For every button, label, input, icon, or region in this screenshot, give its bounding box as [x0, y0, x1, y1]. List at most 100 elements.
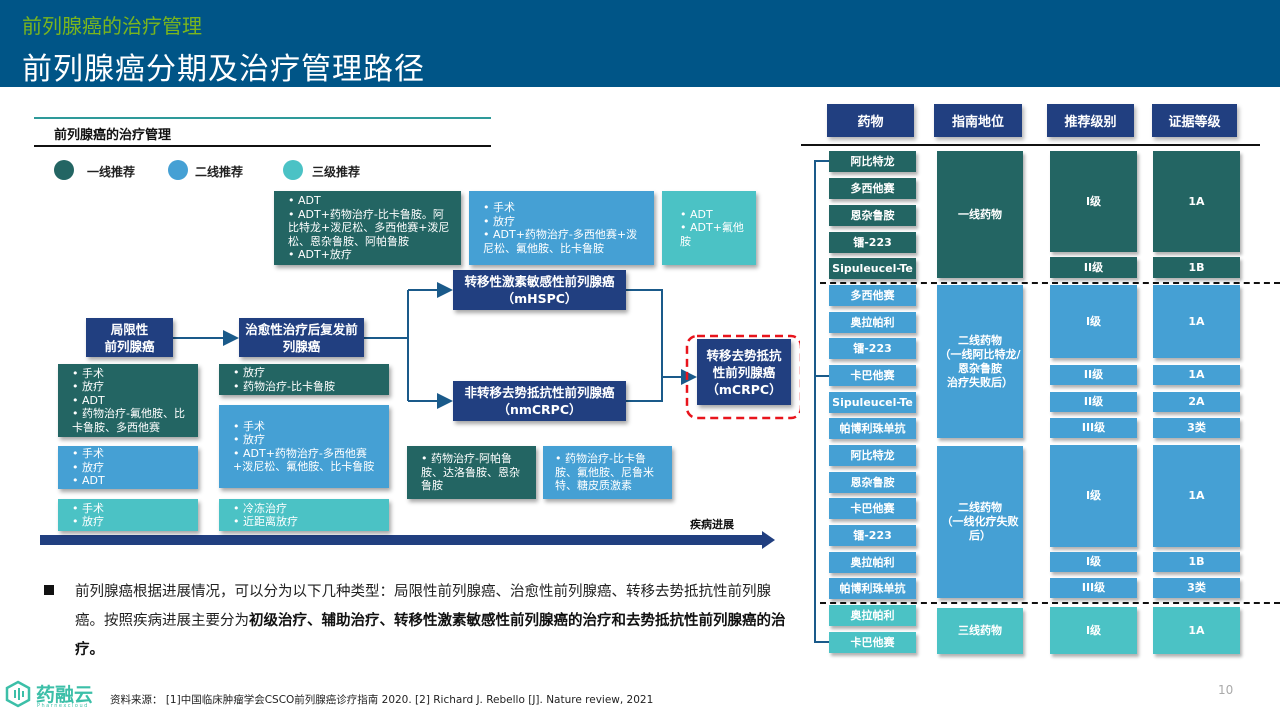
recommendation-level-cell: II级: [1050, 365, 1137, 385]
treatment-item: • 放疗: [483, 214, 515, 228]
guideline-position-cell: 三线药物: [937, 608, 1023, 654]
evidence-level-cell: 3类: [1153, 418, 1240, 438]
treatment-item: • 放疗: [233, 366, 265, 379]
drug-bracket: [814, 160, 830, 643]
treatment-box-first-line: • 药物治疗-阿帕鲁胺、达洛鲁胺、恩杂鲁胺: [407, 446, 536, 499]
group-divider: [820, 282, 1280, 284]
stage-mcrpc: 转移去势抵抗 性前列腺癌 （mCRPC）: [697, 339, 791, 405]
drug-cell: 多西他赛: [829, 285, 916, 306]
drug-cell: 奥拉帕利: [829, 552, 916, 573]
slide-header: 前列腺癌的治疗管理 前列腺癌分期及治疗管理路径: [0, 0, 1280, 87]
drug-cell: 阿比特龙: [829, 151, 916, 172]
legend-label: 三级推荐: [312, 165, 361, 179]
treatment-box-first-line: • 放疗• 药物治疗-比卡鲁胺: [219, 364, 389, 395]
recommendation-level-cell: I级: [1050, 607, 1137, 654]
guideline-position-cell: 一线药物: [937, 151, 1023, 278]
logo-sub: Pharnexcloud: [37, 703, 89, 709]
recommendation-level-cell: III级: [1050, 578, 1137, 598]
treatment-item: • 近距离放疗: [233, 515, 298, 528]
page-number: 10: [1218, 683, 1234, 697]
treatment-item: • 药物治疗-氟他胺、比卡鲁胺、多西他赛: [72, 407, 185, 434]
summary-text: 前列腺癌根据进展情况，可以分为以下几种类型：局限性前列腺癌、治愈性前列腺癌、转移…: [75, 584, 771, 629]
section-title: 前列腺癌的治疗管理: [54, 128, 172, 143]
source-note: 资料来源： [1]中国临床肿瘤学会CSCO前列腺癌诊疗指南 2020. [2] …: [110, 694, 654, 706]
treatment-item: • 手术: [72, 501, 104, 515]
drug-cell: 卡巴他赛: [829, 498, 916, 519]
treatment-item: • ADT: [72, 393, 105, 407]
treatment-item: • 放疗: [72, 460, 104, 474]
recommendation-level-cell: III级: [1050, 418, 1137, 438]
treatment-box-second-line: • 手术• 放疗• ADT: [58, 446, 198, 489]
treatment-box-first-line: • ADT• ADT+药物治疗-比卡鲁胺。阿比特龙+泼尼松、多西他赛+泼尼松、恩…: [274, 191, 461, 265]
stage-recurrent: 治愈性治疗后复发前 列腺癌: [239, 318, 364, 357]
treatment-box-third-line: • ADT• ADT+氟他胺: [662, 191, 756, 265]
treatment-item: • ADT: [680, 207, 713, 221]
treatment-box-second-line: • 手术• 放疗• ADT+药物治疗-多西他赛+泼尼松、氟他胺、比卡鲁胺: [469, 191, 654, 265]
slide-title: 前列腺癌分期及治疗管理路径: [22, 52, 425, 87]
treatment-item: • ADT+药物治疗-多西他赛+泼尼松、氟他胺、比卡鲁胺: [483, 228, 638, 255]
treatment-box-third-line: • 冷冻治疗• 近距离放疗: [219, 499, 389, 531]
drug-cell: 奥拉帕利: [829, 312, 916, 333]
drug-cell: 镭-223: [829, 338, 916, 359]
drug-cell: 帕博利珠单抗: [829, 418, 916, 439]
summary-paragraph: 前列腺癌根据进展情况，可以分为以下几种类型：局限性前列腺癌、治愈性前列腺癌、转移…: [75, 578, 787, 665]
treatment-item: • 放疗: [233, 433, 265, 446]
recommendation-level-cell: I级: [1050, 445, 1137, 547]
drug-cell: 恩杂鲁胺: [829, 472, 916, 493]
drug-cell: 镭-223: [829, 232, 916, 253]
evidence-level-cell: 1A: [1153, 285, 1240, 358]
logo-name: 药融云: [36, 684, 94, 706]
legend-dot-first-line: [54, 160, 74, 180]
guideline-position-cell: 二线药物 （一线阿比特龙/ 恩杂鲁胺 治疗失败后）: [937, 285, 1023, 438]
recommendation-level-cell: I级: [1050, 151, 1137, 252]
treatment-item: • 药物治疗-比卡鲁胺: [233, 379, 335, 393]
drug-cell: 阿比特龙: [829, 445, 916, 466]
section-top-rule: [34, 117, 491, 119]
summary-bold-text: 初级治疗、辅助治疗、转移性激素敏感性前列腺癌的治疗和去势抵抗性前列腺癌的治疗。: [75, 613, 786, 658]
recommendation-level-cell: I级: [1050, 552, 1137, 572]
drug-cell: Sipuleucel-Te: [829, 258, 916, 279]
recommendation-level-cell: I级: [1050, 285, 1137, 358]
treatment-item: • 手术: [72, 366, 104, 380]
treatment-box-second-line: • 药物治疗-比卡鲁胺、氟他胺、尼鲁米特、糖皮质激素: [543, 446, 672, 499]
treatment-item: • 手术: [483, 201, 515, 214]
evidence-level-cell: 2A: [1153, 392, 1240, 412]
drug-cell: Sipuleucel-Te: [829, 392, 916, 413]
treatment-item: • ADT+放疗: [288, 248, 352, 262]
treatment-item: • 放疗: [72, 380, 104, 394]
evidence-level-cell: 1A: [1153, 151, 1240, 252]
drug-cell: 恩杂鲁胺: [829, 205, 916, 226]
drug-cell: 卡巴他赛: [829, 365, 916, 386]
table-header-rule: [801, 144, 1260, 146]
treatment-item: • 药物治疗-比卡鲁胺、氟他胺、尼鲁米特、糖皮质激素: [555, 452, 654, 493]
treatment-item: • ADT+药物治疗-比卡鲁胺。阿比特龙+泼尼松、多西他赛+泼尼松、恩杂鲁胺、阿…: [288, 207, 450, 248]
treatment-item: • ADT: [288, 194, 321, 208]
evidence-level-cell: 1B: [1153, 552, 1240, 572]
drug-cell: 多西他赛: [829, 178, 916, 199]
bullet-square: [44, 585, 54, 595]
evidence-level-cell: 3类: [1153, 578, 1240, 598]
treatment-item: • ADT+药物治疗-多西他赛+泼尼松、氟他胺、比卡鲁胺: [233, 446, 375, 474]
treatment-item: • 手术: [72, 447, 104, 461]
treatment-item: • 放疗: [72, 515, 104, 528]
drug-cell: 镭-223: [829, 525, 916, 546]
treatment-item: • 冷冻治疗: [233, 501, 287, 515]
drug-cell: 卡巴他赛: [829, 632, 916, 653]
evidence-level-cell: 1A: [1153, 365, 1240, 385]
legend-dot-second-line: [168, 160, 188, 180]
treatment-item: • ADT+氟他胺: [680, 221, 744, 248]
slide-subtitle: 前列腺癌的治疗管理: [22, 14, 202, 38]
evidence-level-cell: 1A: [1153, 445, 1240, 547]
recommendation-level-cell: II级: [1050, 257, 1137, 278]
progress-label: 疾病进展: [690, 518, 734, 531]
group-divider: [820, 602, 1280, 604]
stage-mhspc: 转移性激素敏感性前列腺癌 （mHSPC）: [453, 270, 626, 310]
treatment-box-third-line: • 手术• 放疗: [58, 499, 198, 531]
flow-connectors: [40, 282, 800, 549]
section-bottom-rule: [34, 145, 491, 147]
legend-dot-third-line: [283, 160, 303, 180]
table-header-evidence: 证据等级: [1152, 104, 1237, 137]
treatment-box-second-line: • 手术• 放疗• ADT+药物治疗-多西他赛+泼尼松、氟他胺、比卡鲁胺: [219, 405, 389, 488]
drug-cell: 帕博利珠单抗: [829, 578, 916, 599]
drug-cell: 奥拉帕利: [829, 605, 916, 626]
